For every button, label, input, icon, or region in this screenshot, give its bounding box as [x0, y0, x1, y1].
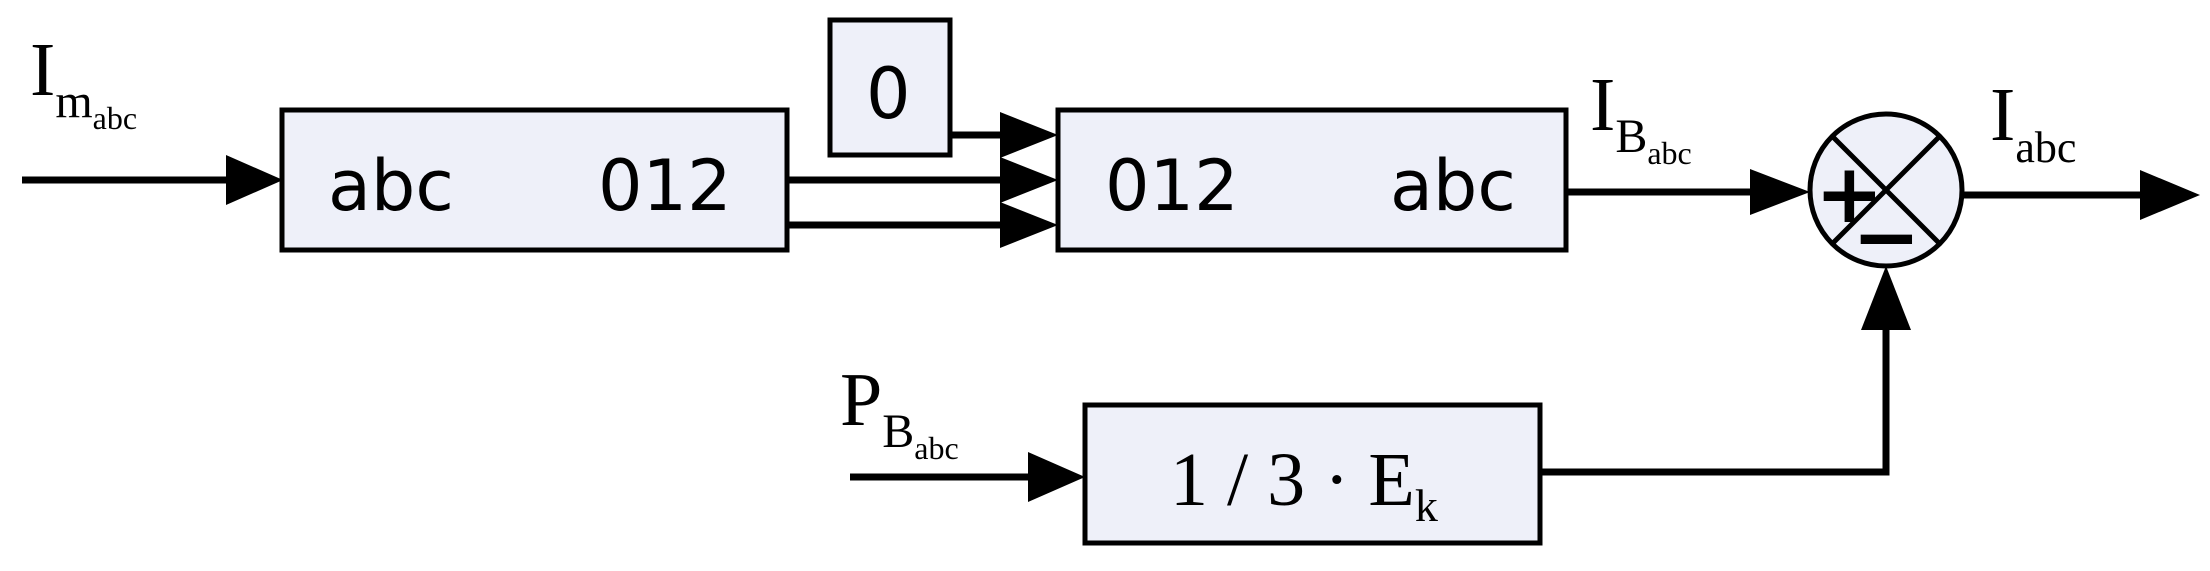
plus-sign: + — [1815, 147, 1884, 242]
gain-expression: 1 / 3 · Ek — [1170, 438, 1438, 531]
gain-to-sum-arrowhead — [1861, 266, 1911, 330]
input-pos-label: PBabc — [840, 358, 959, 466]
summing-junction: + − — [1807, 111, 1965, 285]
sequence-arrowhead-1 — [1000, 157, 1058, 203]
input-main-arrowhead — [226, 155, 283, 205]
intermediate-current-label: IBabc — [1590, 63, 1692, 171]
input-pos-arrowhead — [1028, 452, 1085, 502]
012-to-abc-output-label: abc — [1390, 145, 1516, 227]
gain-block: 1 / 3 · Ek — [1082, 402, 1543, 546]
output-label: Iabc — [1990, 73, 2076, 172]
zero-constant-label: 0 — [866, 53, 911, 135]
012-to-abc-input-label: 012 — [1105, 145, 1239, 227]
sequence-arrowhead-2 — [1000, 202, 1058, 248]
abc-to-012-input-label: abc — [328, 145, 454, 227]
input-main-label: Imabc — [30, 28, 137, 136]
output-arrowhead — [2140, 170, 2200, 220]
gain-to-sum-wire — [1540, 320, 1890, 476]
abc-to-012-output-label: 012 — [598, 145, 732, 227]
zero-arrowhead — [1000, 112, 1058, 158]
abc-to-012-block: abc 012 — [279, 107, 790, 253]
012-to-abc-block: 012 abc — [1055, 107, 1569, 253]
zero-constant-block: 0 — [827, 17, 953, 158]
intermediate-arrowhead — [1750, 169, 1810, 215]
